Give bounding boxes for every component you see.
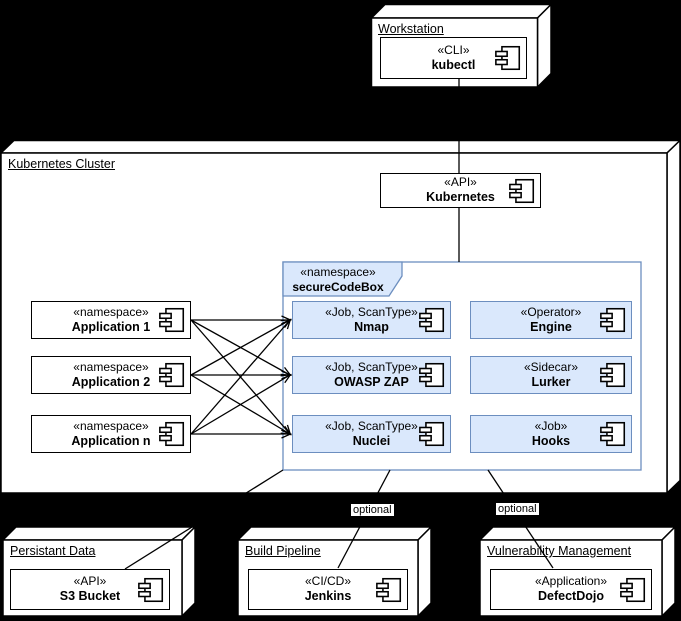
kubernetes-api-stereotype: «API»: [444, 175, 477, 190]
jenkins-stereotype: «CI/CD»: [304, 574, 351, 589]
connector-namespace-to-s3: [124, 469, 284, 570]
owasp-zap-name: OWASP ZAP: [334, 374, 409, 389]
component-icon: [159, 421, 185, 447]
kubernetes-cluster-title: Kubernetes Cluster: [8, 157, 116, 171]
nmap-stereotype: «Job, ScanType»: [325, 304, 418, 319]
s3-bucket-name: S3 Bucket: [59, 589, 121, 604]
kubernetes-api-name: Kubernetes: [426, 190, 495, 205]
component-kubectl: «CLI» kubectl: [380, 37, 527, 79]
engine-name: Engine: [530, 319, 572, 334]
defectdojo-stereotype: «Application»: [534, 574, 608, 589]
connector-namespace-to-jenkins: [337, 469, 391, 569]
component-icon: [600, 421, 626, 447]
component-icon: [376, 577, 402, 602]
component-icon: [159, 362, 185, 388]
component-icon: [495, 45, 521, 71]
component-icon: [419, 421, 445, 447]
component-icon: [509, 178, 535, 203]
nuclei-stereotype: «Job, ScanType»: [325, 418, 418, 433]
component-icon: [419, 307, 445, 333]
component-kubernetes-api: «API» Kubernetes: [380, 173, 541, 208]
component-defectdojo: «Application» DefectDojo: [490, 569, 652, 610]
jenkins-name: Jenkins: [304, 589, 352, 604]
component-application-1: «namespace» Application 1: [31, 301, 191, 339]
component-owasp-zap: «Job, ScanType» OWASP ZAP: [292, 356, 451, 394]
component-application-n: «namespace» Application n: [31, 415, 191, 453]
namespace-name: secureCodeBox: [292, 280, 384, 294]
component-icon: [419, 362, 445, 388]
engine-stereotype: «Operator»: [520, 304, 582, 319]
component-nuclei: «Job, ScanType» Nuclei: [292, 415, 451, 453]
optional-label-left: optional: [351, 504, 394, 516]
owasp-zap-stereotype: «Job, ScanType»: [325, 359, 418, 374]
lurker-stereotype: «Sidecar»: [523, 359, 579, 374]
defectdojo-name: DefectDojo: [538, 589, 604, 604]
persistent-data-title: Persistant Data: [10, 544, 96, 558]
namespace-tab-label: «namespace» secureCodeBox: [283, 265, 393, 295]
component-s3-bucket: «API» S3 Bucket: [10, 569, 170, 610]
s3-bucket-stereotype: «API»: [73, 574, 107, 589]
component-icon: [600, 307, 626, 333]
application-2-name: Application 2: [71, 374, 151, 389]
nuclei-name: Nuclei: [352, 433, 391, 448]
component-icon: [620, 577, 646, 602]
vulnerability-management-title: Vulnerability Management: [487, 544, 632, 558]
application-n-stereotype: «namespace»: [73, 418, 149, 433]
component-icon: [159, 307, 185, 333]
hooks-name: Hooks: [531, 433, 571, 448]
optional-label-right: optional: [496, 503, 539, 515]
workstation-title: Workstation: [378, 22, 444, 36]
lurker-name: Lurker: [531, 374, 571, 389]
namespace-stereotype: «namespace»: [300, 265, 376, 279]
build-pipeline-title: Build Pipeline: [245, 544, 321, 558]
application-1-name: Application 1: [71, 319, 151, 334]
application-2-stereotype: «namespace»: [73, 359, 149, 374]
kubectl-name: kubectl: [431, 57, 476, 72]
hooks-stereotype: «Job»: [534, 418, 568, 433]
component-jenkins: «CI/CD» Jenkins: [248, 569, 408, 610]
component-icon: [600, 362, 626, 388]
component-nmap: «Job, ScanType» Nmap: [292, 301, 451, 339]
application-1-stereotype: «namespace»: [73, 304, 149, 319]
connectors-apps-to-scanners: [190, 315, 293, 439]
component-lurker: «Sidecar» Lurker: [470, 356, 632, 394]
application-n-name: Application n: [71, 433, 151, 448]
connector-namespace-to-defectdojo: [487, 469, 554, 569]
component-icon: [138, 577, 164, 602]
kubectl-stereotype: «CLI»: [437, 42, 470, 57]
component-engine: «Operator» Engine: [470, 301, 632, 339]
component-application-2: «namespace» Application 2: [31, 356, 191, 394]
component-hooks: «Job» Hooks: [470, 415, 632, 453]
nmap-name: Nmap: [354, 319, 389, 334]
